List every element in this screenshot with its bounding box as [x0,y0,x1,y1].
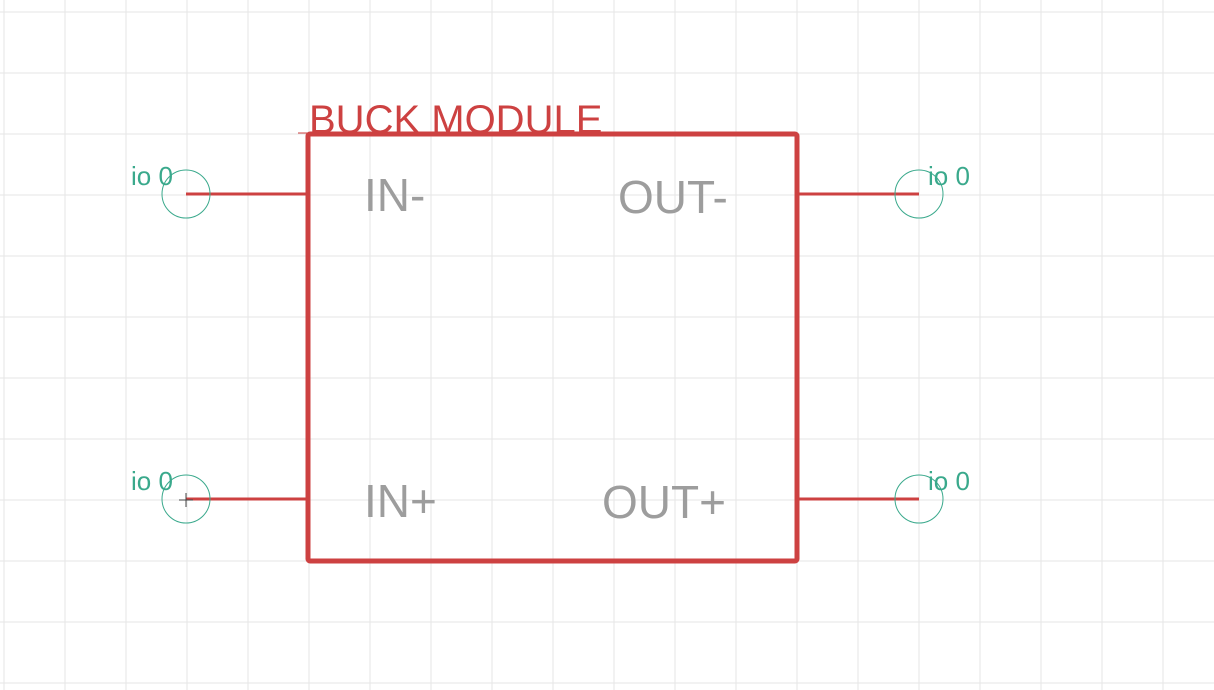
crosshair-cursor-icon [179,493,193,507]
pin-connector-circle[interactable] [161,474,211,524]
pin-connector-circle[interactable] [894,474,944,524]
pin-io-label: io 0 [928,466,970,496]
pin-io-label: io 0 [131,161,173,191]
module-body[interactable] [305,131,800,564]
pin-out-minus[interactable]: io 0 OUT- [618,161,970,223]
pin-in-plus[interactable]: io 0 IN+ [131,466,437,527]
pin-in-minus[interactable]: io 0 IN- [131,161,425,221]
pin-label: OUT+ [602,476,726,528]
pin-io-label: io 0 [131,466,173,496]
pin-connector-circle[interactable] [894,169,944,219]
pin-label: IN- [364,169,425,221]
pin-label: OUT- [618,171,728,223]
buck-module-symbol[interactable]: BUCK MODULE io 0 IN- io 0 OUT- io 0 IN+ [131,98,970,564]
pin-io-label: io 0 [928,161,970,191]
pin-label: IN+ [364,475,437,527]
pin-out-plus[interactable]: io 0 OUT+ [602,466,970,528]
pin-connector-circle[interactable] [161,169,211,219]
